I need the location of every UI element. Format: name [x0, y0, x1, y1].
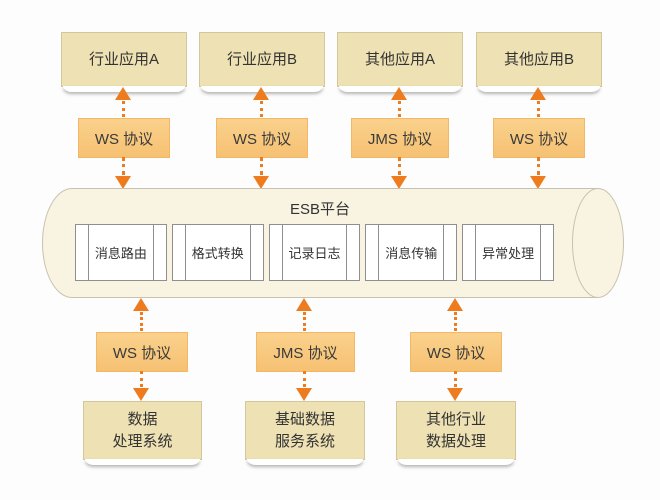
arrowhead-up-icon [447, 298, 463, 311]
esb-module-band: 消息路由 格式转换 记录日志 消息传输 异常处理 [75, 224, 554, 281]
dotted-shaft [397, 157, 401, 175]
arrowhead-down-icon [133, 388, 149, 401]
module-label-2: 格式转换 [191, 246, 244, 261]
arrowhead-down-icon [447, 388, 463, 401]
bottom-system-label-3-line1: 其他行业 [425, 410, 486, 428]
bottom-protocol-box-3: WS 协议 [410, 332, 502, 372]
module-divider [346, 225, 359, 280]
bottom-protocol-label-3: WS 协议 [426, 344, 486, 362]
dotted-shaft [397, 101, 401, 117]
connector-top-4-lower [530, 156, 546, 189]
top-protocol-box-1: WS 协议 [78, 118, 170, 158]
esb-module-3: 记录日志 [268, 224, 361, 281]
top-app-box-3: 其他应用A [337, 32, 463, 92]
dotted-shaft [121, 157, 125, 175]
dotted-shaft [536, 157, 540, 175]
module-label-3: 记录日志 [288, 246, 341, 261]
module-divider [76, 225, 89, 280]
bottom-system-box-1: 数据 处理系统 [83, 401, 202, 465]
bottom-system-label-3-line2: 数据处理 [425, 432, 486, 450]
arrowhead-up-icon [296, 298, 312, 311]
top-protocol-label-4: WS 协议 [509, 130, 569, 148]
bottom-protocol-label-1: WS 协议 [112, 344, 172, 362]
dotted-shaft [259, 157, 263, 175]
dotted-shaft [139, 371, 143, 387]
dotted-shaft [302, 312, 306, 331]
connector-top-2-upper [253, 87, 269, 118]
top-app-box-4: 其他应用B [476, 32, 602, 92]
dotted-shaft [453, 371, 457, 387]
top-protocol-box-4: WS 协议 [493, 118, 585, 158]
module-divider [152, 225, 166, 280]
top-app-box-1: 行业应用A [61, 32, 187, 92]
arrowhead-down-icon [530, 176, 546, 189]
bottom-system-box-2: 基础数据 服务系统 [245, 401, 365, 465]
top-app-box-2: 行业应用B [199, 32, 325, 92]
arrowhead-up-icon [253, 87, 269, 100]
esb-title: ESB平台 [289, 201, 350, 218]
connector-bottom-1-upper [133, 298, 149, 332]
module-label-5: 异常处理 [482, 246, 535, 261]
esb-module-1: 消息路由 [75, 224, 167, 281]
connector-top-1-upper [115, 87, 131, 118]
dotted-shaft [259, 101, 263, 117]
top-protocol-label-2: WS 协议 [232, 130, 292, 148]
dotted-shaft [302, 371, 306, 387]
module-divider [539, 225, 553, 280]
esb-module-4: 消息传输 [365, 224, 458, 281]
arrowhead-down-icon [391, 176, 407, 189]
arrowhead-up-icon [530, 87, 546, 100]
module-divider [463, 225, 477, 280]
bottom-system-label-2-line2: 服务系统 [274, 432, 335, 450]
esb-module-2: 格式转换 [171, 224, 264, 281]
module-divider [173, 225, 186, 280]
arrowhead-down-icon [115, 176, 131, 189]
module-divider [270, 225, 283, 280]
top-protocol-box-2: WS 协议 [216, 118, 308, 158]
connector-bottom-3-upper [447, 298, 463, 332]
arrowhead-up-icon [133, 298, 149, 311]
connector-top-3-lower [391, 156, 407, 189]
top-app-label-2: 行业应用B [226, 50, 297, 68]
module-label-4: 消息传输 [385, 246, 438, 261]
connector-top-1-lower [115, 156, 131, 189]
bottom-system-label-1-line1: 数据 [127, 410, 158, 428]
dotted-shaft [536, 101, 540, 117]
connector-top-2-lower [253, 156, 269, 189]
arrowhead-down-icon [296, 388, 312, 401]
bottom-system-label-2-line1: 基础数据 [274, 410, 335, 428]
dotted-shaft [139, 312, 143, 331]
connector-bottom-1-lower [133, 370, 149, 401]
bottom-system-label-1-line2: 处理系统 [112, 432, 173, 450]
bottom-system-box-3: 其他行业 数据处理 [396, 401, 516, 465]
top-app-label-1: 行业应用A [88, 50, 159, 68]
bottom-protocol-label-2: JMS 协议 [273, 344, 338, 362]
module-divider [249, 225, 263, 280]
top-protocol-box-3: JMS 协议 [351, 118, 449, 158]
esb-cylinder-cap [572, 188, 624, 298]
bottom-protocol-box-2: JMS 协议 [256, 332, 355, 372]
top-protocol-label-1: WS 协议 [94, 130, 154, 148]
connector-top-3-upper [391, 87, 407, 118]
module-divider [443, 225, 456, 280]
connector-bottom-2-lower [296, 370, 312, 401]
connector-bottom-2-upper [296, 298, 312, 332]
arrowhead-up-icon [391, 87, 407, 100]
dotted-shaft [453, 312, 457, 331]
esb-module-5: 异常处理 [462, 224, 554, 281]
top-app-label-3: 其他应用A [364, 50, 435, 68]
bottom-protocol-box-1: WS 协议 [96, 332, 188, 372]
module-divider [366, 225, 380, 280]
arrowhead-down-icon [253, 176, 269, 189]
top-app-label-4: 其他应用B [503, 50, 574, 68]
connector-bottom-3-lower [447, 370, 463, 401]
connector-top-4-upper [530, 87, 546, 118]
arrowhead-up-icon [115, 87, 131, 100]
dotted-shaft [121, 101, 125, 117]
top-protocol-label-3: JMS 协议 [367, 130, 433, 148]
module-label-1: 消息路由 [94, 246, 147, 261]
